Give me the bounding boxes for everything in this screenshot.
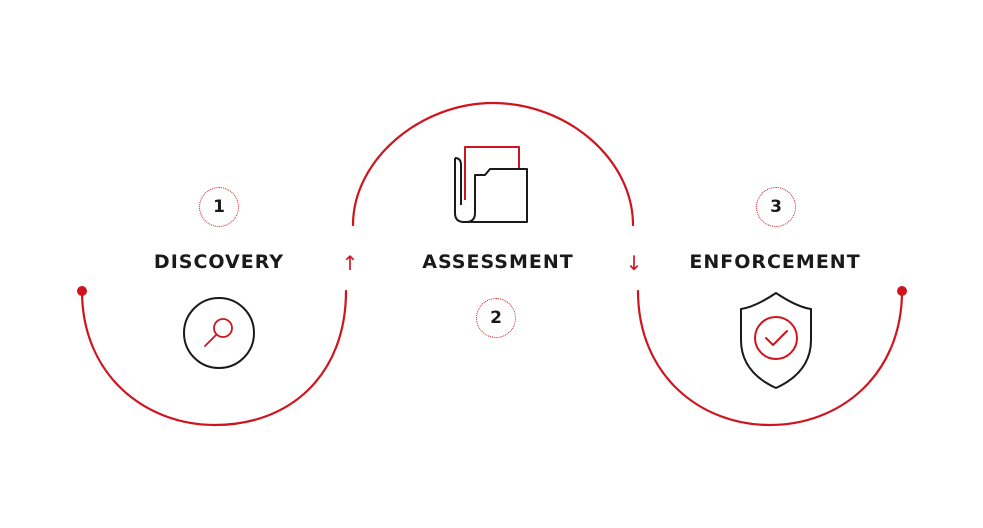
arrow-up-icon: ↑ bbox=[342, 251, 359, 275]
end-dot bbox=[897, 286, 907, 296]
magnifier-icon bbox=[183, 297, 255, 369]
shield-check-icon bbox=[740, 292, 812, 389]
arrow-down-icon: ↓ bbox=[626, 251, 643, 275]
flow-path bbox=[80, 101, 904, 427]
step-number-2: 2 bbox=[476, 298, 516, 338]
step-number-3: 3 bbox=[756, 187, 796, 227]
step-title-discovery: DISCOVERY bbox=[153, 251, 285, 273]
folder-icon bbox=[454, 146, 528, 223]
step-title-enforcement: ENFORCEMENT bbox=[689, 251, 861, 273]
step-title-assessment: ASSESSMENT bbox=[422, 251, 574, 273]
step-number-1: 1 bbox=[199, 187, 239, 227]
start-dot bbox=[77, 286, 87, 296]
